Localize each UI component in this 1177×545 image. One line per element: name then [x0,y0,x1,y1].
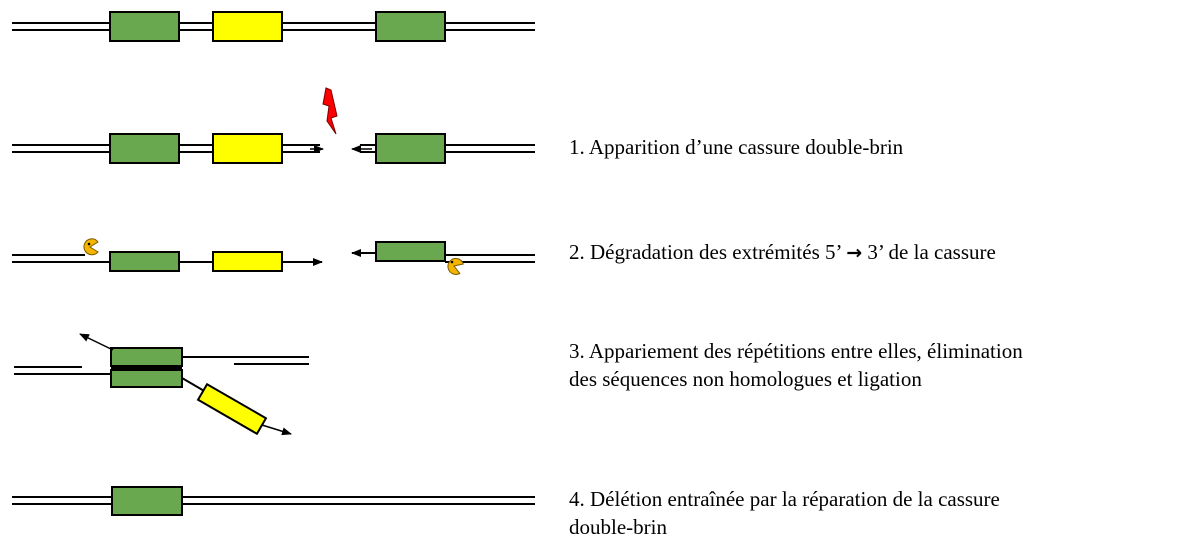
step-1-label: 1. Apparition d’une cassure double-brin [569,135,904,159]
step-4-text: 4. Délétion entraînée par la réparation … [569,485,1169,541]
repeat-box-left [109,251,180,272]
step-2-label-start: 2. Dégradation des extrémités 5’ [569,240,847,264]
intervening-sequence-box [212,11,283,42]
step-2-text: 2. Dégradation des extrémités 5’ → 3’ de… [569,238,1169,267]
arrow-right-icon: → [846,242,863,264]
repeat-box-right [375,241,446,262]
step-2-label-end: 3’ de la cassure [862,240,996,264]
intervening-sequence-box [212,251,283,272]
step-3-text: 3. Appariement des répétitions entre ell… [569,337,1169,393]
flap-arrow-lower [261,424,292,436]
repeat-box-right [375,133,446,164]
step-1-text: 1. Apparition d’une cassure double-brin [569,133,1169,161]
exonuclease-eye [450,260,454,264]
repeat-box-left [109,11,180,42]
row-annealing [14,333,309,436]
row-intact-dna [12,11,535,42]
lightning-bolt-icon [322,87,338,135]
row-resection [12,238,535,275]
repeat-box-single [111,486,183,516]
intervening-sequence-box [212,133,283,164]
exonuclease-pacman-icon [447,257,464,275]
exonuclease-pacman-icon [83,238,99,256]
flap-strand-lower [181,377,207,393]
step-4-line-2: double-brin [569,515,667,539]
repeat-box-upper [110,347,183,367]
row-double-strand-break [12,87,535,164]
repeat-box-right [375,11,446,42]
exonuclease-eye [87,242,91,246]
repeat-box-left [109,133,180,164]
intervening-sequence-box [196,382,268,436]
repeat-box-lower [110,369,183,388]
row-deletion [12,486,535,516]
step-3-line-1: 3. Appariement des répétitions entre ell… [569,339,1023,363]
step-3-line-2: des séquences non homologues et ligation [569,367,922,391]
intervening-sequence-flap [196,382,268,436]
flap-arrow-upper [79,333,114,351]
step-4-line-1: 4. Délétion entraînée par la réparation … [569,487,1000,511]
